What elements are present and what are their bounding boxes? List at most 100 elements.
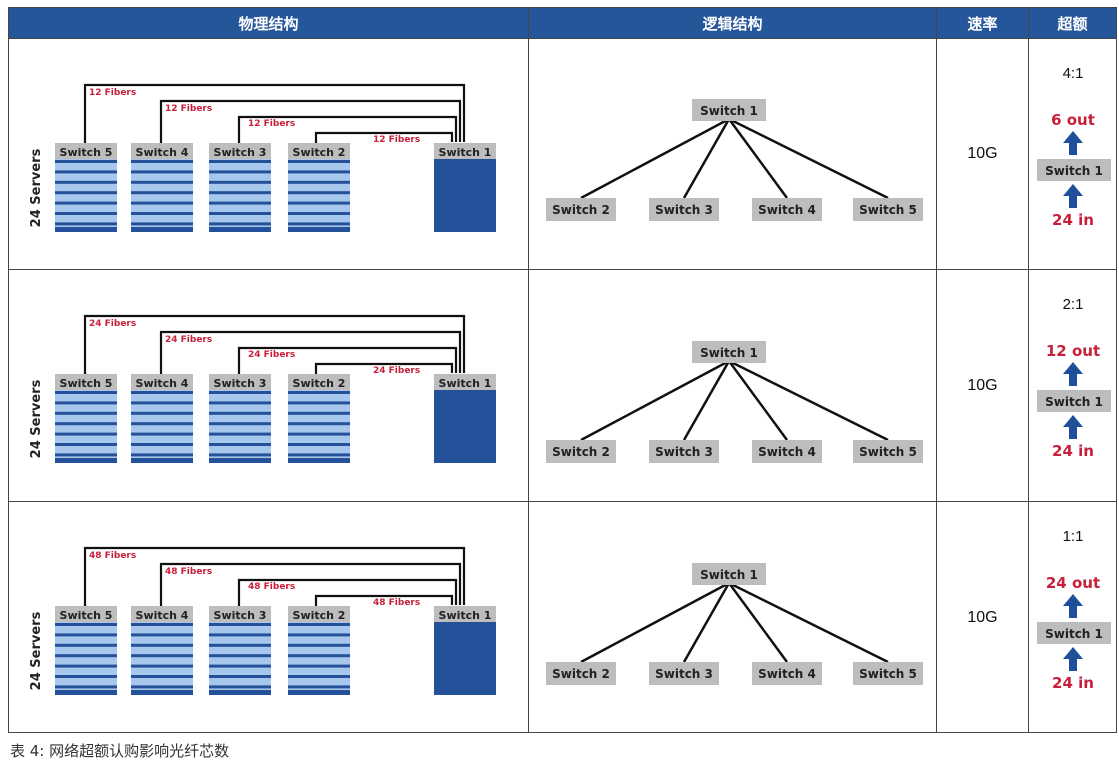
server-slot (131, 443, 193, 446)
logical-link (728, 359, 889, 442)
server-slot (209, 180, 271, 184)
switch-box (288, 143, 350, 159)
server-slot (55, 191, 117, 195)
column-divider (528, 8, 529, 732)
switch-box (209, 374, 271, 390)
switch-box (752, 198, 822, 221)
switch-label: Switch 4 (136, 377, 189, 390)
switch-box (752, 440, 822, 463)
uplink-out-label: 24 out (1045, 574, 1101, 592)
logical-link (580, 581, 730, 664)
switch-label: Switch 1 (439, 377, 492, 390)
fiber-count-label: 48 Fibers (248, 582, 295, 592)
fiber-cable (159, 562, 462, 606)
server-rack (55, 159, 117, 232)
server-slot (288, 411, 350, 415)
server-slot (209, 227, 271, 232)
server-slot (131, 201, 193, 205)
server-slot (55, 422, 117, 426)
up-arrow-icon (1063, 184, 1083, 208)
server-slot (209, 432, 271, 436)
server-slot (209, 391, 271, 394)
switch-box (131, 374, 193, 390)
switch-box (853, 662, 923, 685)
switch-box (853, 440, 923, 463)
switch-label: Switch 4 (136, 609, 189, 622)
server-slot (131, 227, 193, 232)
row-divider (9, 269, 1116, 270)
downlink-in-label: 24 in (1052, 211, 1094, 229)
server-slot (288, 212, 350, 215)
switch-box (131, 606, 193, 622)
server-slot (55, 391, 117, 394)
server-slot (209, 643, 271, 647)
switch-box (692, 563, 766, 585)
server-rack (55, 622, 117, 695)
switch-label: Switch 5 (60, 146, 113, 159)
switch-box (546, 198, 616, 221)
switch-box (434, 143, 496, 159)
server-slot (209, 170, 271, 174)
switch-box (853, 198, 923, 221)
switch-label: Switch 3 (214, 377, 267, 390)
server-slot (288, 633, 350, 637)
server-slot (55, 664, 117, 668)
up-arrow-icon (1063, 415, 1083, 439)
oversubscription-ratio: 2:1 (1062, 296, 1084, 313)
server-slot (209, 623, 271, 626)
server-slot (209, 664, 271, 668)
fiber-count-label: 48 Fibers (89, 551, 136, 561)
server-slot (55, 170, 117, 174)
switch-label: Switch 5 (859, 445, 917, 459)
server-slot (288, 401, 350, 405)
core-switch-chassis (434, 622, 496, 695)
server-slot (131, 685, 193, 689)
switch-box (55, 606, 117, 622)
switch-label: Switch 2 (293, 146, 346, 159)
server-slot (131, 391, 193, 394)
switch-box (649, 198, 719, 221)
switch-label: Switch 1 (700, 346, 758, 360)
server-slot (288, 170, 350, 174)
logical-link (727, 118, 789, 199)
logical-link (727, 582, 789, 663)
switch-box (1037, 159, 1111, 181)
switch-label: Switch 3 (214, 609, 267, 622)
header-physical: 物理结构 (9, 8, 528, 38)
servers-count-label: 24 Servers (29, 148, 44, 227)
switch-label: Switch 2 (552, 203, 610, 217)
server-rack (288, 390, 350, 463)
up-arrow-icon (1063, 647, 1083, 671)
server-slot (209, 458, 271, 463)
server-slot (55, 401, 117, 405)
fiber-count-label: 24 Fibers (248, 350, 295, 360)
fiber-cable (237, 578, 458, 606)
server-slot (131, 664, 193, 668)
fiber-count-label: 12 Fibers (373, 135, 420, 145)
switch-label: Switch 3 (655, 445, 713, 459)
switch-label: Switch 2 (552, 445, 610, 459)
switch-label: Switch 5 (859, 203, 917, 217)
server-rack (131, 390, 193, 463)
server-slot (288, 690, 350, 695)
header-logical: 逻辑结构 (529, 8, 936, 38)
server-slot (131, 212, 193, 215)
switch-box (209, 143, 271, 159)
switch-label: Switch 5 (60, 609, 113, 622)
switch-box (649, 440, 719, 463)
switch-label: Switch 1 (1045, 627, 1103, 641)
oversubscription-ratio: 4:1 (1062, 65, 1084, 82)
logical-link (728, 117, 889, 200)
server-slot (55, 685, 117, 689)
fiber-cable (83, 314, 466, 374)
switch-label: Switch 3 (655, 203, 713, 217)
server-slot (209, 201, 271, 205)
server-slot (55, 411, 117, 415)
server-rack (209, 622, 271, 695)
fiber-cable (237, 115, 458, 143)
